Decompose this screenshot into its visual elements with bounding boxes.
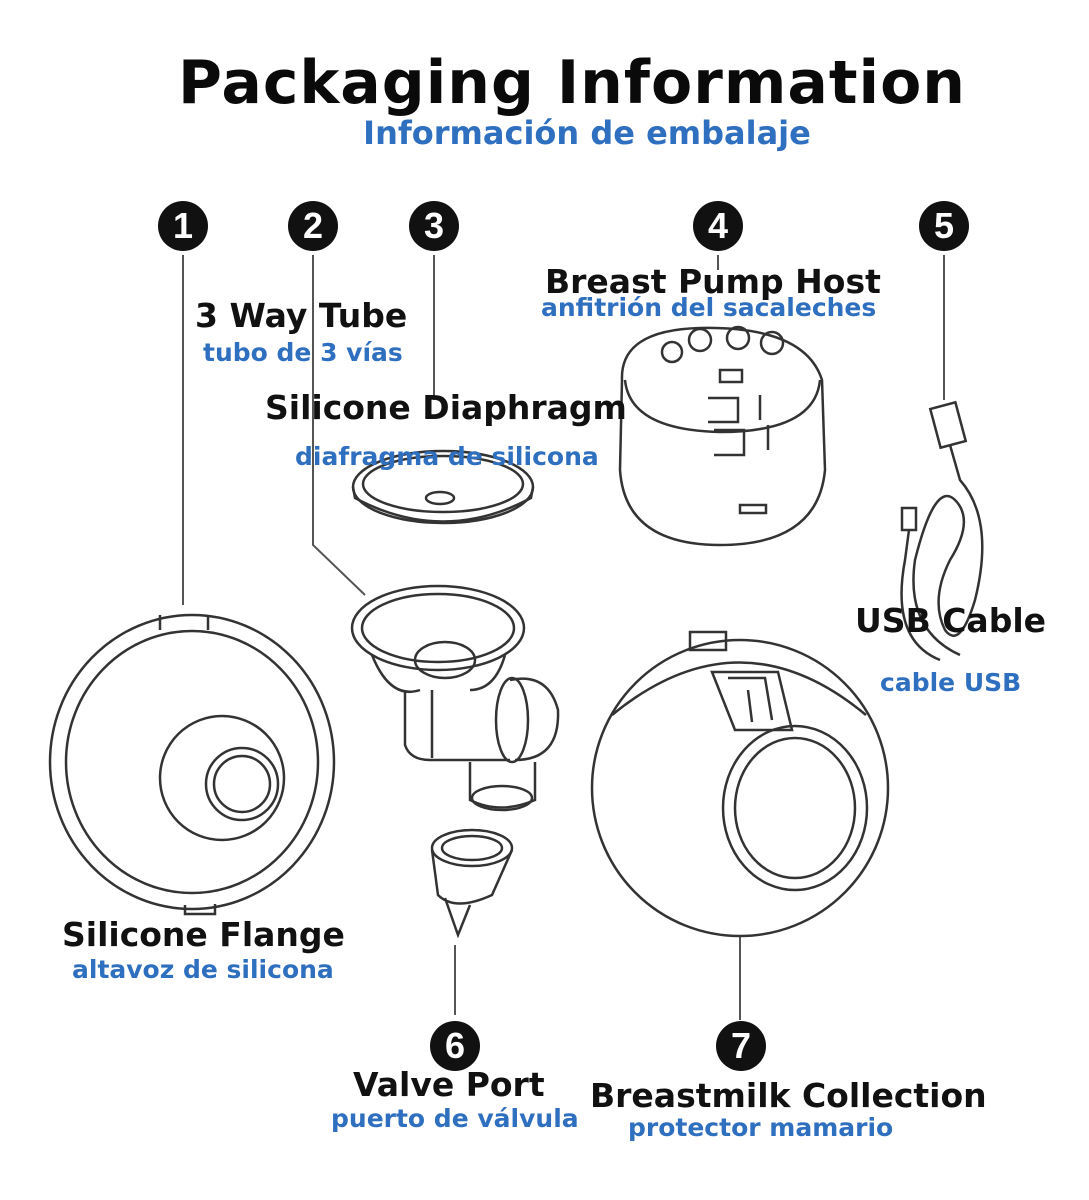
label-silicone-flange-es: altavoz de silicona [72, 955, 334, 984]
part-number-badge-2: 2 [288, 201, 338, 251]
part-number-badge-6: 6 [430, 1021, 480, 1071]
pump-host-illustration [618, 325, 827, 547]
part-number-badge-7: 7 [716, 1021, 766, 1071]
label-silicone-diaphragm: Silicone Diaphragm [265, 388, 627, 427]
label-usb-cable-es: cable USB [880, 668, 1022, 697]
label-breastmilk-collection-es: protector mamario [628, 1113, 894, 1142]
label-silicone-diaphragm-es: diafragma de silicona [295, 442, 599, 471]
part-number-badge-4: 4 [693, 201, 743, 251]
label-pump-host: Breast Pump Host [545, 262, 881, 301]
page-subtitle: Información de embalaje [363, 114, 811, 152]
silicone-diaphragm-illustration [351, 449, 535, 525]
label-breastmilk-collection: Breastmilk Collection [590, 1076, 987, 1115]
label-valve-port-es: puerto de válvula [331, 1104, 579, 1133]
page-title: Packaging Information [177, 48, 967, 118]
label-valve-port: Valve Port [353, 1065, 545, 1104]
part-number-badge-3: 3 [409, 201, 459, 251]
leader-line-2 [312, 255, 366, 596]
part-number-badge-5: 5 [919, 201, 969, 251]
silicone-flange-illustration [48, 613, 336, 916]
label-pump-host-es: anfitrión del sacaleches [541, 293, 877, 322]
label-three-way-tube-es: tubo de 3 vías [203, 338, 403, 367]
label-silicone-flange: Silicone Flange [62, 915, 345, 954]
label-usb-cable: USB Cable [855, 601, 1047, 640]
part-number-badge-1: 1 [158, 201, 208, 251]
usb-cable-illustration [900, 400, 984, 662]
breastmilk-collection-illustration [590, 630, 890, 938]
three-way-tube-illustration [350, 584, 560, 812]
label-three-way-tube: 3 Way Tube [195, 296, 408, 335]
valve-port-illustration [430, 828, 514, 939]
